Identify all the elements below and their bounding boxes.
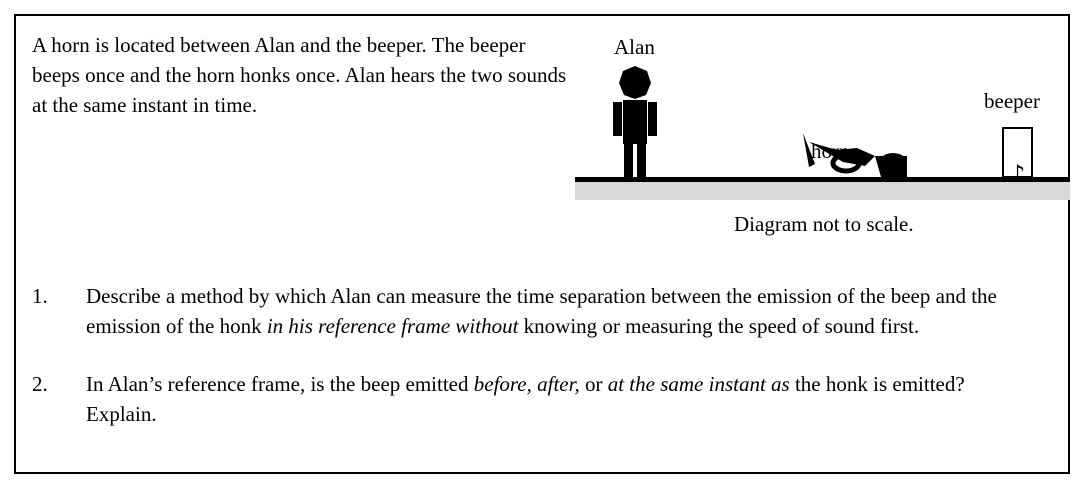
beeper-label: beeper — [984, 89, 1040, 113]
diagram-caption: Diagram not to scale. — [734, 212, 914, 236]
question-text-part: knowing or measuring the speed of sound … — [518, 314, 920, 338]
ground-line — [575, 177, 1070, 182]
question-text-part: In Alan’s reference frame, is the beep e… — [86, 372, 474, 396]
question-text: In Alan’s reference frame, is the beep e… — [86, 369, 1026, 429]
problem-box — [14, 14, 1070, 474]
alan-label: Alan — [614, 35, 655, 59]
intro-text: A horn is located between Alan and the b… — [32, 33, 567, 117]
question-number: 2. — [32, 372, 48, 396]
question-text-part: Describe a method by which Alan can meas… — [86, 284, 997, 338]
question-text-part: or — [579, 372, 608, 396]
beeper-note-icon: ♪ — [1010, 160, 1026, 188]
question-emphasis: without — [455, 314, 519, 338]
diagram-canvas — [575, 66, 1070, 200]
question-emphasis: at the same instant as — [607, 372, 790, 396]
diagram: Alan horn beeper ♪ — [575, 30, 1070, 250]
horn-icon — [803, 133, 907, 177]
question-text-part: the honk is emitted? Explain. — [86, 372, 965, 426]
question-emphasis: in his reference frame — [266, 314, 451, 338]
alan-figure-icon — [613, 66, 657, 178]
ground-shading — [575, 180, 1070, 200]
beeper-icon — [1002, 127, 1033, 178]
horn-label: horn — [811, 139, 850, 163]
question-number: 1. — [32, 284, 48, 308]
question-text: Describe a method by which Alan can meas… — [86, 281, 1026, 341]
question-emphasis: before, after, — [473, 372, 580, 396]
